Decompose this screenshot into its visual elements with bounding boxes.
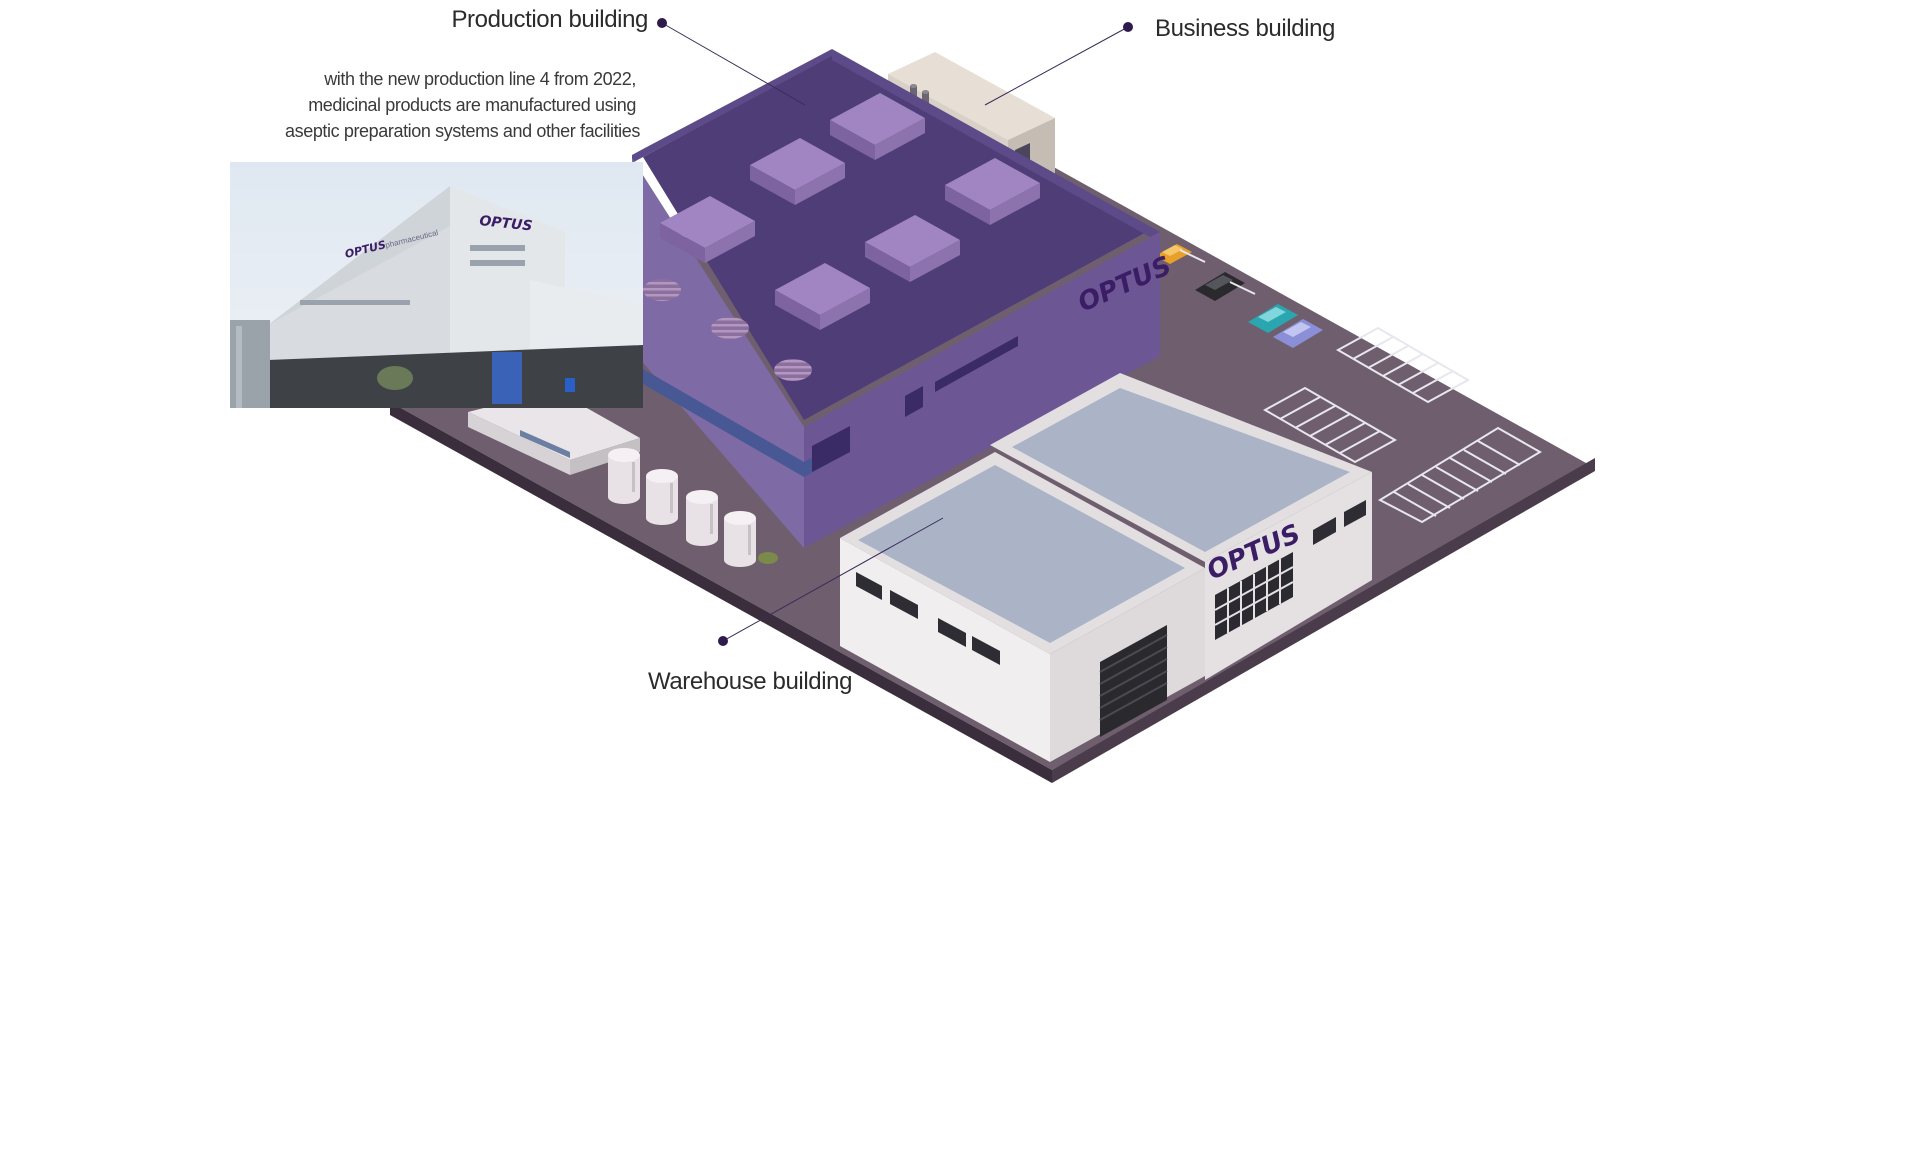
production-building: OPTUS — [632, 49, 1176, 548]
photo-sign-logo: OPTUS — [479, 213, 534, 234]
parking-lots — [1262, 326, 1542, 524]
callout-dot — [718, 636, 728, 646]
car-black — [1195, 272, 1245, 301]
callout-business: Business building — [984, 15, 1335, 106]
parked-cars — [1155, 244, 1323, 348]
parking-lot-lower — [1377, 426, 1542, 524]
roof-units — [660, 93, 1040, 330]
photo-window-rows — [300, 245, 525, 305]
callout-production-desc-line-1: with the new production line 4 from 2022… — [323, 69, 636, 89]
warehouse-building: OPTUS — [840, 373, 1372, 762]
callout-production: Production building with the new product… — [285, 6, 806, 141]
warehouse-windows — [856, 500, 1366, 665]
parking-lot-middle — [1262, 386, 1398, 464]
callout-production-desc-line-3: aseptic preparation systems and other fa… — [285, 121, 640, 141]
car-teal — [1248, 304, 1298, 333]
callout-production-desc-line-2: medicinal products are manufactured usin… — [308, 95, 636, 115]
callout-warehouse: Warehouse building — [648, 517, 944, 695]
callout-dot — [657, 18, 667, 28]
photo-silos — [230, 320, 270, 408]
storage-silos — [608, 448, 778, 567]
production-right-windows — [812, 336, 1018, 472]
warehouse-grid-window — [1214, 552, 1294, 640]
callout-dot — [1123, 22, 1133, 32]
car-yellow — [1155, 244, 1192, 264]
callout-production-title: Production building — [451, 6, 648, 33]
callout-business-title: Business building — [1155, 15, 1335, 42]
roof-exhaust — [910, 84, 929, 106]
production-building-photo: OPTUS OPTUS pharmaceutical — [230, 162, 643, 408]
callout-warehouse-title: Warehouse building — [648, 668, 852, 695]
roof-vents — [643, 279, 812, 381]
parking-lot-upper — [1335, 326, 1471, 404]
garage-door — [1099, 625, 1168, 737]
car-lavender — [1273, 319, 1323, 348]
